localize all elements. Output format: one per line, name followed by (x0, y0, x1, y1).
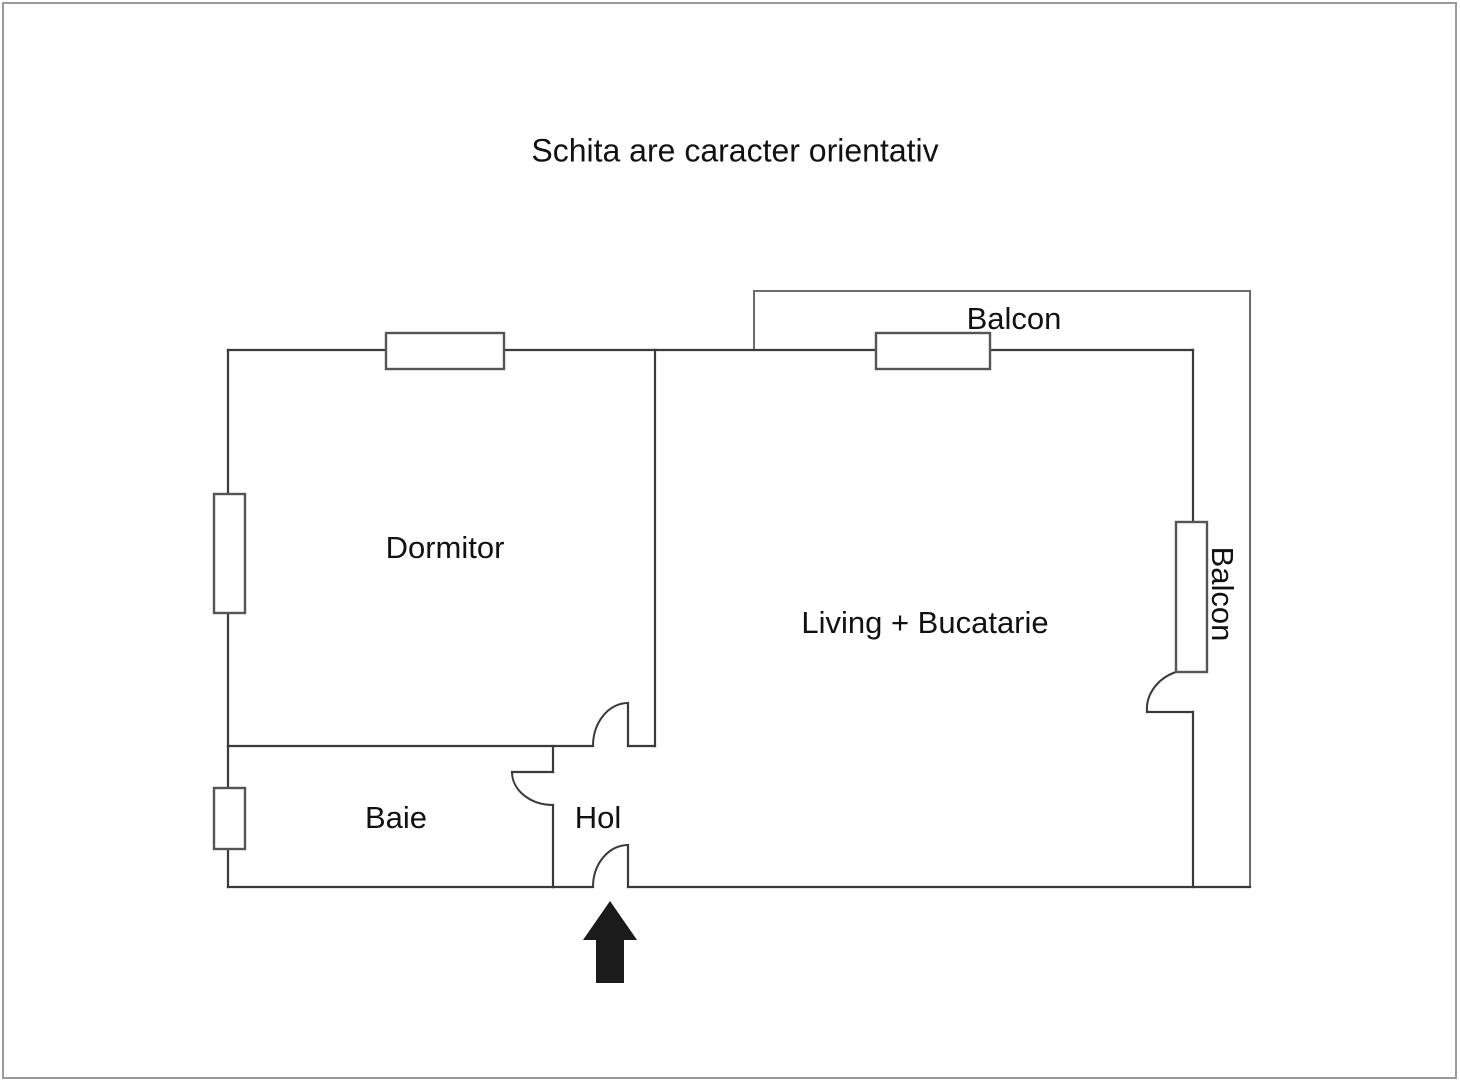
room-label-hol: Hol (575, 800, 622, 835)
room-label-baie: Baie (365, 800, 427, 835)
balcony-label-east: Balcon (1205, 547, 1240, 642)
entrance-arrow (583, 901, 637, 983)
door-living-balcon[interactable] (1145, 671, 1177, 713)
plan-title-note: Schita are caracter orientativ (531, 132, 938, 168)
window-living-east-balcony-door[interactable] (1174, 520, 1209, 674)
window-dormitor-west[interactable] (212, 492, 247, 615)
window-baie-west[interactable] (212, 786, 247, 851)
door-baie-hol[interactable] (511, 771, 554, 806)
hol-walls (551, 843, 630, 889)
room-label-dormitor: Dormitor (386, 530, 505, 565)
door-hol-dormitor[interactable] (592, 702, 629, 747)
window-living-north[interactable] (874, 331, 992, 371)
door-entrance[interactable] (592, 844, 629, 888)
window-dormitor-north[interactable] (384, 331, 506, 371)
balcony-label-north: Balcon (967, 301, 1062, 336)
room-label-living-bucatarie: Living + Bucatarie (801, 605, 1048, 640)
